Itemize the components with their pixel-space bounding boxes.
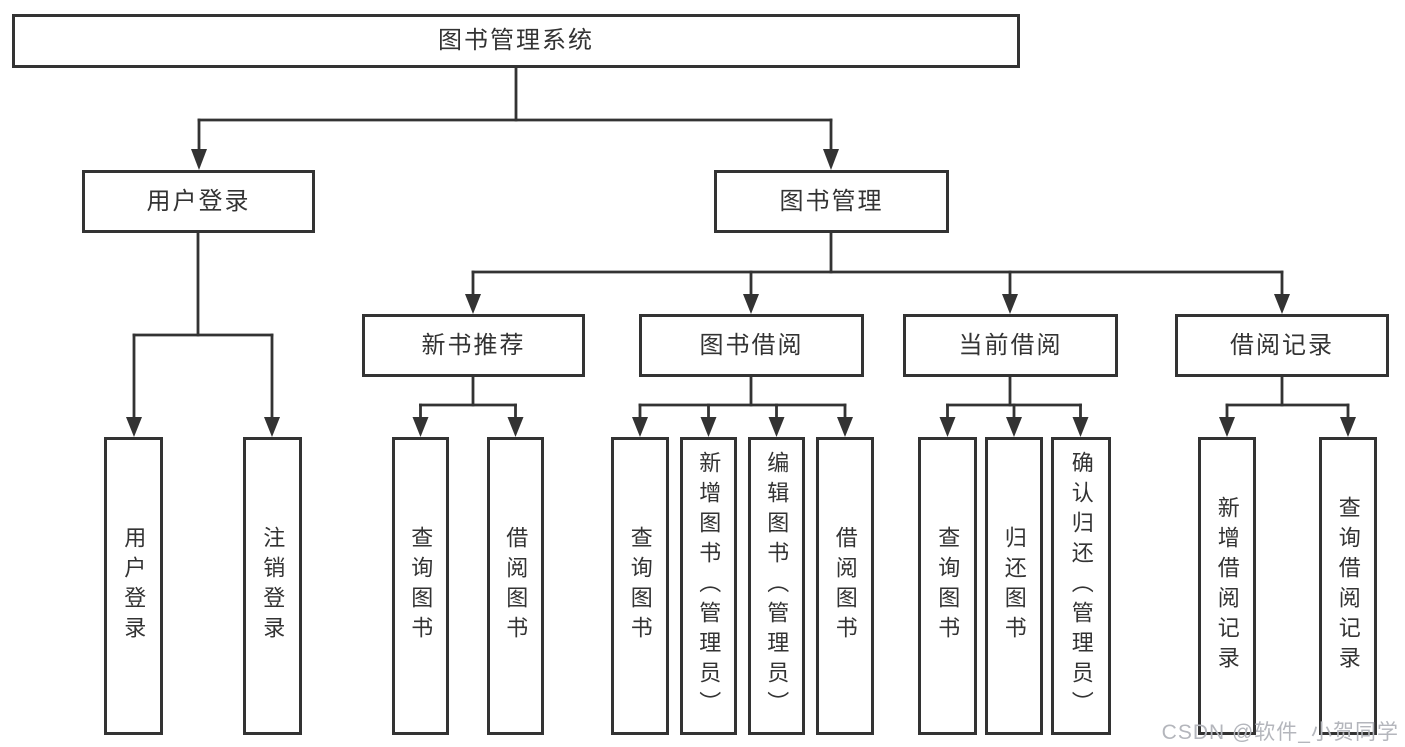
node-return-books: 归还图书 bbox=[985, 437, 1043, 735]
connector-new-book-branch bbox=[412, 375, 524, 437]
node-query-books-recommend: 查询图书 bbox=[392, 437, 449, 735]
node-user-login: 用户登录 bbox=[82, 170, 315, 233]
node-borrowing-records: 借阅记录 bbox=[1175, 314, 1389, 377]
node-current-borrowing: 当前借阅 bbox=[903, 314, 1118, 377]
connector-user-login-branch bbox=[126, 231, 280, 437]
node-edit-books-admin: 编辑图书（管理员） bbox=[748, 437, 805, 735]
node-library-system-root: 图书管理系统 bbox=[12, 14, 1020, 68]
node-confirm-return-admin: 确认归还（管理员） bbox=[1051, 437, 1111, 735]
node-book-management: 图书管理 bbox=[714, 170, 949, 233]
connector-borrowing-records-branch bbox=[1219, 375, 1356, 437]
connector-book-borrowing-branch bbox=[632, 375, 853, 437]
node-query-books-borrowing: 查询图书 bbox=[611, 437, 669, 735]
node-query-books-current: 查询图书 bbox=[918, 437, 977, 735]
node-user-login-action: 用户登录 bbox=[104, 437, 163, 735]
node-borrow-books-borrowing: 借阅图书 bbox=[816, 437, 874, 735]
connector-current-borrowing-branch bbox=[939, 375, 1089, 437]
node-add-books-admin: 新增图书（管理员） bbox=[680, 437, 737, 735]
connector-book-management-branch bbox=[465, 231, 1290, 314]
node-logout-action: 注销登录 bbox=[243, 437, 302, 735]
node-query-borrow-record: 查询借阅记录 bbox=[1319, 437, 1377, 735]
node-add-borrow-record: 新增借阅记录 bbox=[1198, 437, 1256, 735]
node-borrow-books-recommend: 借阅图书 bbox=[487, 437, 544, 735]
node-book-borrowing: 图书借阅 bbox=[639, 314, 864, 377]
watermark-text: CSDN @软件_小贺同学 bbox=[1161, 721, 1399, 744]
node-new-book-recommend: 新书推荐 bbox=[362, 314, 585, 377]
connector-root-to-level2 bbox=[191, 66, 839, 170]
